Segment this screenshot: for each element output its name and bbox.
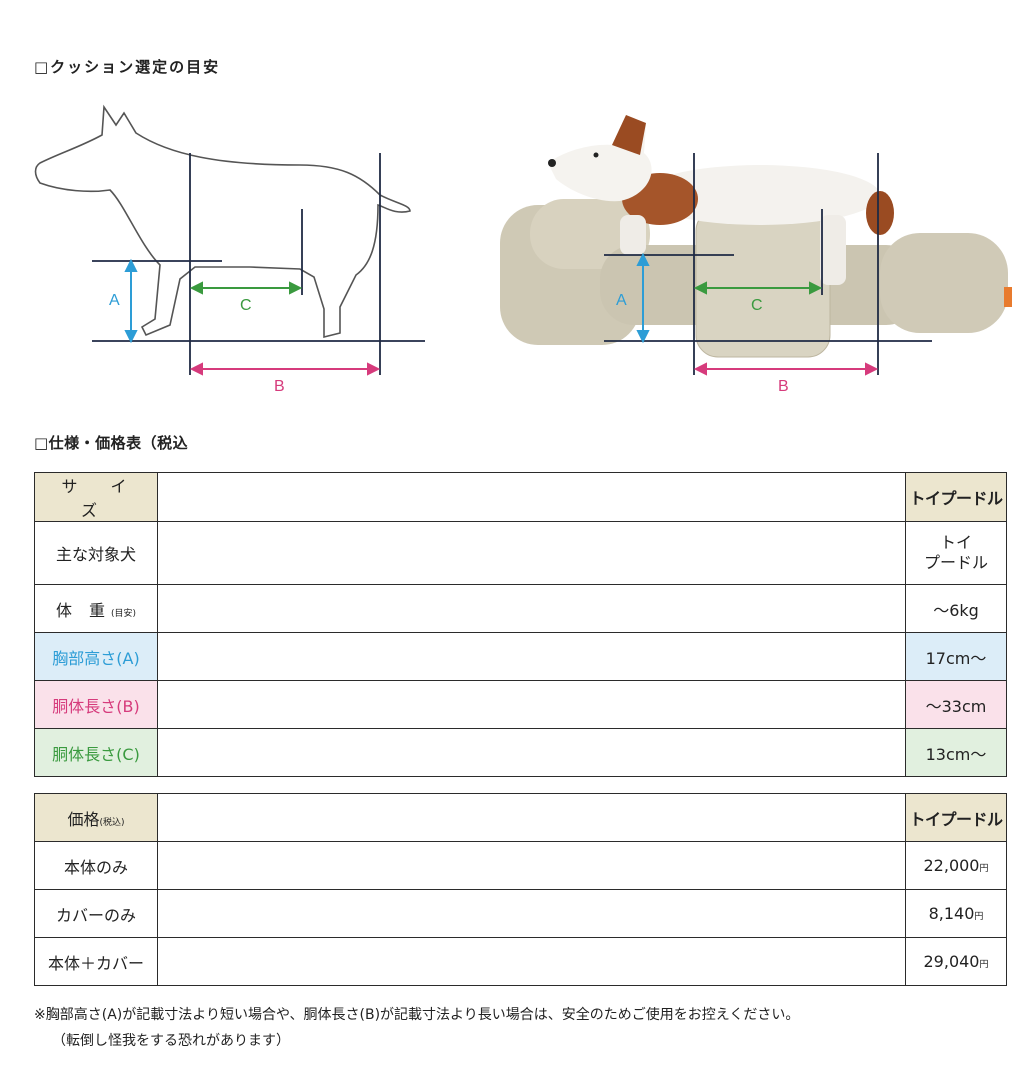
left-label-a: A <box>109 292 120 309</box>
note-line-1: ※胸部高さ(A)が記載寸法より短い場合や、胴体長さ(B)が記載寸法より長い場合は… <box>34 1007 800 1023</box>
chest-height-label: 胸部高さ(A) <box>34 632 158 681</box>
table-row: 価格(税込) トイプードル <box>34 793 1007 842</box>
body-length-b-label: 胴体長さ(B) <box>34 680 158 729</box>
left-guide-lines <box>92 153 425 375</box>
right-arrow-b <box>693 362 879 376</box>
right-arrow-a <box>636 252 650 344</box>
cushion-illustration <box>500 199 1012 358</box>
table-row: 胴体長さ(C) 13cm〜 <box>34 728 1007 777</box>
target-dog-value: トイ プードル <box>905 521 1007 585</box>
dog-outline-drawing <box>34 104 411 339</box>
target-dog-label: 主な対象犬 <box>34 521 158 585</box>
size-value: トイプードル <box>905 472 1007 522</box>
body-only-price: 22,000円 <box>905 841 1007 890</box>
spec-table: サ イ ズ トイプードル 主な対象犬 トイ プードル 体 重(目安) 〜6kg … <box>34 472 1007 777</box>
price-table: 価格(税込) トイプードル 本体のみ 22,000円 カバーのみ 8,140円 … <box>34 793 1007 986</box>
cover-only-price: 8,140円 <box>905 889 1007 938</box>
measurement-diagram: A C B A <box>34 104 1012 395</box>
cover-only-label: カバーのみ <box>34 889 158 938</box>
table-row: 本体＋カバー 29,040円 <box>34 937 1007 986</box>
table-row: 本体のみ 22,000円 <box>34 841 1007 890</box>
right-label-c: C <box>751 297 763 314</box>
body-length-c-value: 13cm〜 <box>905 728 1007 777</box>
right-arrow-c <box>693 281 823 295</box>
size-label: サ イ ズ <box>34 472 158 522</box>
left-arrow-b <box>189 362 381 376</box>
right-label-b: B <box>778 378 789 395</box>
table-row: 体 重(目安) 〜6kg <box>34 584 1007 633</box>
weight-value: 〜6kg <box>905 584 1007 633</box>
body-only-label: 本体のみ <box>34 841 158 890</box>
table-row: カバーのみ 8,140円 <box>34 889 1007 938</box>
left-arrow-a <box>124 258 138 344</box>
body-length-c-label: 胴体長さ(C) <box>34 728 158 777</box>
right-guide-lines <box>604 153 932 375</box>
price-header-label: 価格(税込) <box>34 793 158 842</box>
left-arrow-c <box>189 281 303 295</box>
body-and-cover-price: 29,040円 <box>905 937 1007 986</box>
left-label-c: C <box>240 297 252 314</box>
left-label-b: B <box>274 378 285 395</box>
dog-photo-illustration <box>548 115 894 285</box>
table-row: サ イ ズ トイプードル <box>34 472 1007 522</box>
guide-heading: □クッション選定の目安 <box>34 58 221 76</box>
table-row: 胸部高さ(A) 17cm〜 <box>34 632 1007 681</box>
hidden-columns-area <box>157 472 906 522</box>
spec-heading: □仕様・価格表（税込 <box>34 434 189 452</box>
table-row: 主な対象犬 トイ プードル <box>34 521 1007 585</box>
safety-note: ※胸部高さ(A)が記載寸法より短い場合や、胴体長さ(B)が記載寸法より長い場合は… <box>34 1002 799 1054</box>
table-row: 胴体長さ(B) 〜33cm <box>34 680 1007 729</box>
note-line-2: （転倒し怪我をする恐れがあります） <box>52 1033 290 1049</box>
body-and-cover-label: 本体＋カバー <box>34 937 158 986</box>
weight-label: 体 重(目安) <box>34 584 158 633</box>
body-length-b-value: 〜33cm <box>905 680 1007 729</box>
chest-height-value: 17cm〜 <box>905 632 1007 681</box>
right-label-a: A <box>616 292 627 309</box>
price-header-value: トイプードル <box>905 793 1007 842</box>
